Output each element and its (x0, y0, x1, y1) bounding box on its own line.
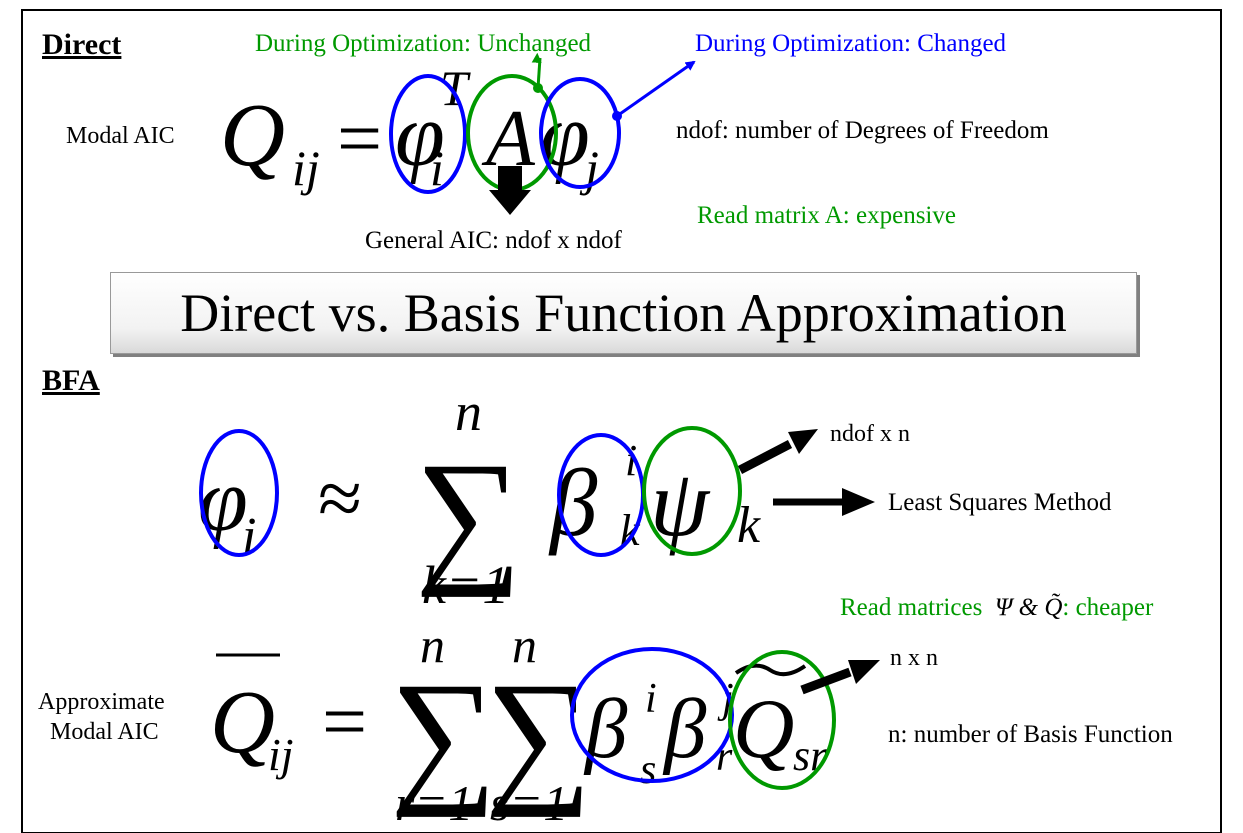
eq2-approx: ≈ (318, 455, 362, 543)
eq2-sum-k1: k=1 (422, 555, 509, 615)
label-ndof-def: ndof: number of Degrees of Freedom (676, 117, 1049, 144)
label-approx-line2: Modal AIC (50, 719, 159, 745)
label-unchanged: During Optimization: Unchanged (255, 30, 592, 57)
eq1-phi-i: φ (395, 86, 445, 185)
arrow-unchanged (531, 52, 542, 89)
section-header-bfa: BFA (42, 364, 100, 397)
eq1-sub-i: i (430, 140, 444, 196)
eq3-beta-s: β (583, 682, 628, 776)
eq1-sup-T: T (440, 60, 471, 116)
cheaper-text: : cheaper (1062, 594, 1154, 621)
arrow-n-n-shaft (800, 667, 852, 695)
psi-q-symbols: Ψ & Q̃ (994, 594, 1063, 621)
eq2-psi-sub-k: k (737, 497, 761, 554)
ellipse-Q-tilde (728, 650, 836, 790)
label-ndof-n: ndof x n (830, 421, 910, 447)
ellipse-phi-i (389, 74, 467, 194)
ellipse-phi-j (539, 77, 621, 189)
eq3-sum-s1: s=1 (490, 775, 568, 831)
eq3-beta-r-sub: r (716, 734, 733, 780)
slide-frame (21, 9, 1222, 833)
label-read-a: Read matrix A: expensive (697, 202, 956, 229)
equation-approx: Q ij = ∑ n r=1 ∑ n s=1 β i s β j r Q sr (210, 617, 828, 831)
label-n-n: n x n (890, 645, 938, 671)
ellipse-phi-bfa (199, 429, 279, 557)
eq3-sub-ij: ij (268, 729, 294, 780)
section-header-direct: Direct (42, 28, 122, 61)
eq3-Q-tilde-sub: sr (793, 731, 828, 780)
eq2-sum-n: n (455, 382, 482, 442)
arrow-down-general (489, 166, 531, 215)
dot-changed (612, 111, 622, 121)
label-approx-line1: Approximate (38, 689, 165, 715)
eq3-beta-s-sub: s (640, 747, 656, 793)
equation-bfa: φ i ≈ ∑ n k=1 β i k ψ k (198, 382, 761, 615)
eq3-Q: Q (210, 673, 275, 772)
label-general-aic: General AIC: ndof x ndof (365, 227, 622, 254)
arrow-n-n-head (848, 660, 880, 684)
title-text: Direct vs. Basis Function Approximation (180, 283, 1067, 343)
ellipse-psi-bfa (642, 426, 742, 556)
read-matrices-text: Read matrices (840, 594, 983, 621)
label-modal-aic: Modal AIC (66, 123, 175, 149)
eq3-equals: = (322, 678, 367, 766)
arrow-least-squares-head (842, 488, 875, 516)
eq3-sum-r1: r=1 (395, 775, 473, 831)
eq2-sum: ∑ (415, 432, 522, 598)
eq1-sub-ij: ij (292, 140, 320, 196)
eq1-equals: = (337, 95, 382, 183)
label-n-def: n: number of Basis Function (888, 721, 1173, 748)
label-least-squares: Least Squares Method (888, 489, 1112, 516)
eq3-sum-s-n: n (512, 617, 537, 673)
eq3-beta-s-sup: i (645, 676, 657, 722)
title-box: Direct vs. Basis Function Approximation (110, 272, 1137, 354)
eq3-beta-r: β (662, 682, 707, 776)
arrow-changed (616, 60, 696, 118)
label-read-matrices: Read matrices Ψ & Q̃: cheaper (840, 595, 1153, 620)
arrow-ndof-n-shaft (737, 440, 793, 474)
eq3-sum-r: ∑ (390, 652, 497, 818)
arrow-ndof-n-head (788, 429, 818, 454)
label-changed: During Optimization: Changed (695, 30, 1007, 57)
eq1-Q: Q (220, 86, 285, 185)
eq2-psi: ψ (650, 450, 711, 556)
eq3-Q-tilde: Q (733, 682, 794, 776)
eq3-sum-r-n: n (420, 617, 445, 673)
dot-unchanged (533, 83, 543, 93)
